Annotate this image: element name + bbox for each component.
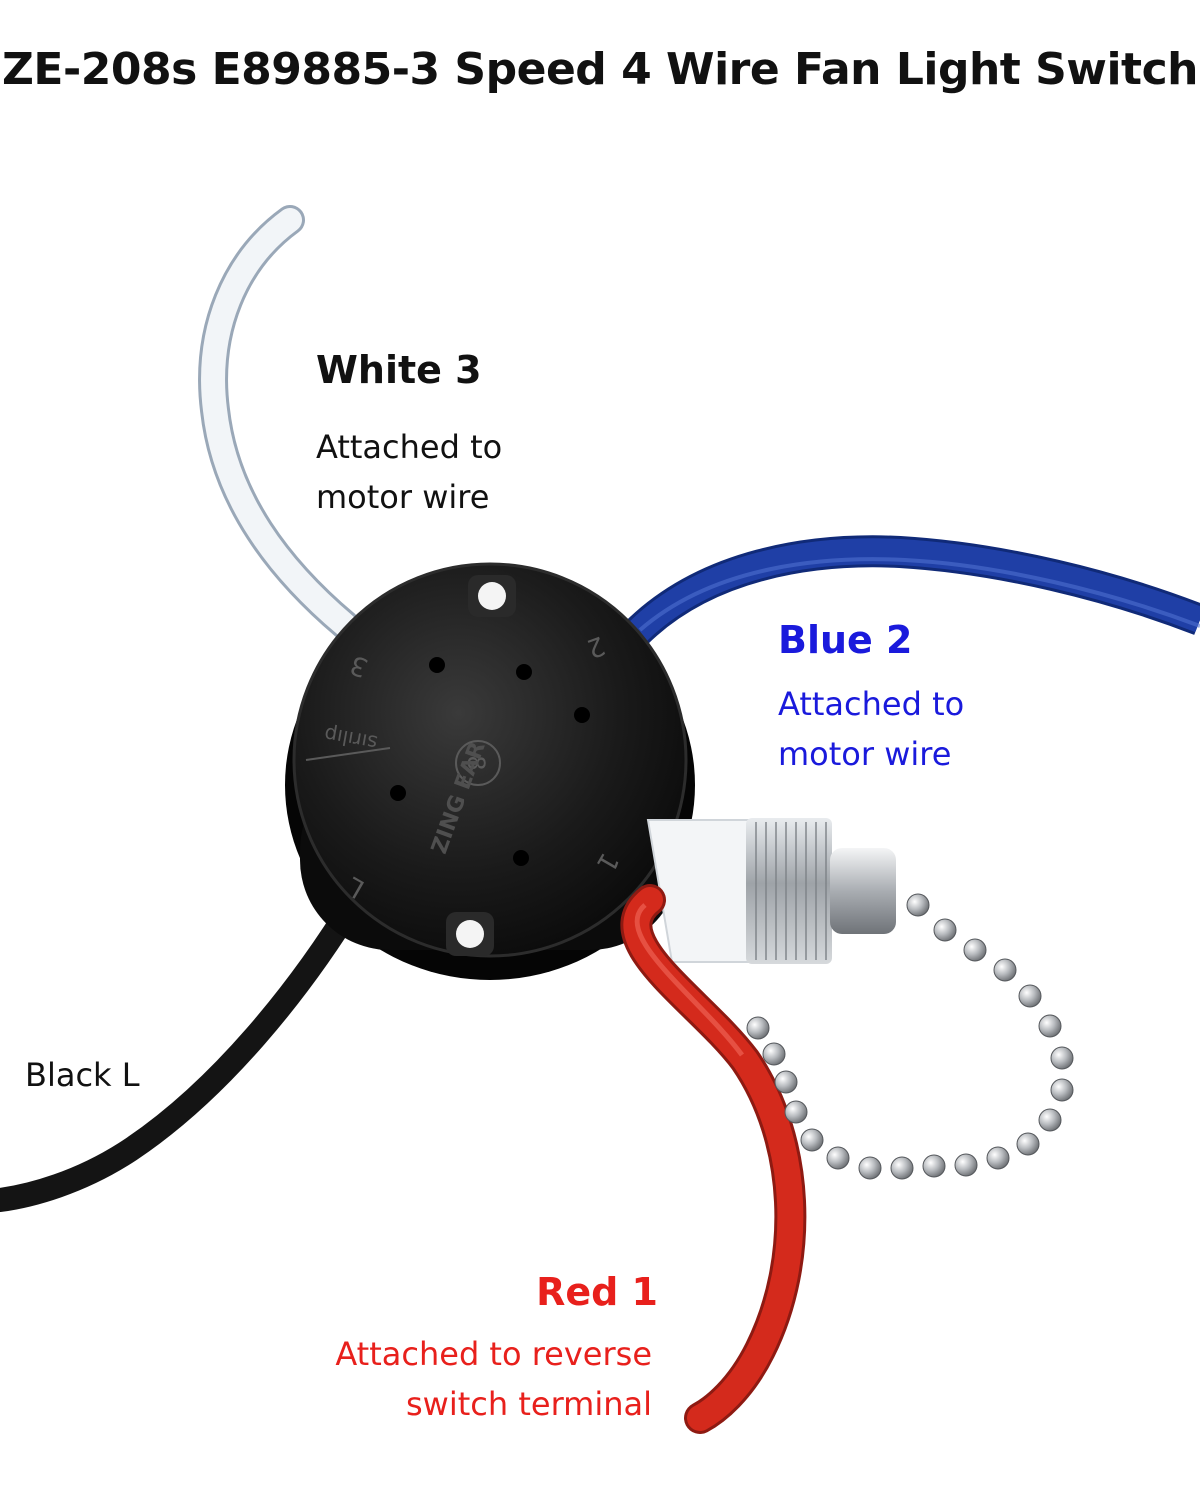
white-wire-desc-line: Attached to <box>316 428 503 466</box>
white-wire-description: Attached to motor wire <box>316 422 502 522</box>
rivet-bottom <box>446 912 494 956</box>
switch-body: 3 2 1 L 8 ZING EAR sırılıp <box>285 562 695 980</box>
black-wire-heading: Black L <box>25 1056 140 1094</box>
page-title: ZE-208s E89885-3 Speed 4 Wire Fan Light … <box>2 44 1198 95</box>
white-wire-heading: White 3 <box>316 348 482 392</box>
blue-wire-desc-line: Attached to <box>778 685 965 723</box>
red-wire-desc-line: Attached to reverse <box>335 1335 652 1373</box>
bead-chain <box>746 893 1074 1180</box>
switch-face <box>294 564 686 956</box>
center-logo <box>455 740 501 786</box>
red-wire-description: Attached to reverse switch terminal <box>335 1329 652 1429</box>
red-wire <box>620 884 807 1434</box>
pull-chain-housing <box>646 818 896 964</box>
red-wire-desc-line: switch terminal <box>406 1385 652 1423</box>
blue-wire-desc-line: motor wire <box>778 735 952 773</box>
red-wire-heading: Red 1 <box>536 1270 658 1314</box>
blue-wire-description: Attached to motor wire <box>778 679 964 779</box>
terminal-holes <box>390 657 590 866</box>
white-wire <box>198 205 360 640</box>
model-number: 8 <box>462 755 490 770</box>
rivet-top <box>468 575 516 617</box>
white-wire-desc-line: motor wire <box>316 478 490 516</box>
black-wire <box>0 888 367 1212</box>
blue-wire-heading: Blue 2 <box>778 618 913 662</box>
blue-wire <box>613 535 1200 656</box>
